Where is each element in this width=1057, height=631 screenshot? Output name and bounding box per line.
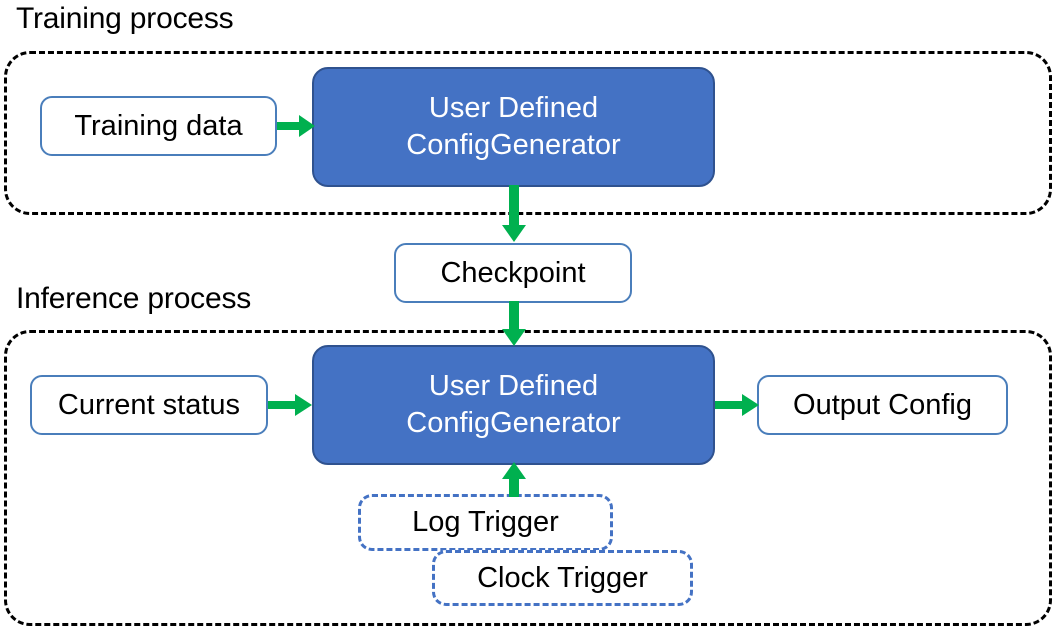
inference-generator-label-line1: User Defined <box>428 369 599 402</box>
arrow-training-data-to-generator-icon <box>277 112 317 140</box>
current-status-label: Current status <box>57 388 241 421</box>
current-status-node[interactable]: Current status <box>30 375 268 435</box>
clock-trigger-node[interactable]: Clock Trigger <box>432 550 693 606</box>
log-trigger-label: Log Trigger <box>412 506 559 538</box>
training-data-label: Training data <box>74 109 243 142</box>
arrow-generator-to-output-config-icon <box>715 391 761 419</box>
training-process-container <box>4 51 1052 215</box>
training-generator-label-line2: ConfigGenerator <box>406 129 621 161</box>
training-config-generator-node[interactable]: User Defined ConfigGenerator <box>312 67 715 187</box>
log-trigger-node[interactable]: Log Trigger <box>358 494 613 551</box>
clock-trigger-label: Clock Trigger <box>477 561 648 594</box>
inference-process-container <box>4 330 1052 626</box>
arrow-generator-to-checkpoint-icon <box>500 185 528 245</box>
output-config-label: Output Config <box>793 388 972 421</box>
inference-process-title: Inference process <box>16 282 252 315</box>
checkpoint-node[interactable]: Checkpoint <box>394 243 632 303</box>
arrow-checkpoint-to-inference-generator-icon <box>500 301 528 349</box>
arrow-triggers-to-generator-icon <box>500 462 528 498</box>
inference-config-generator-node[interactable]: User Defined ConfigGenerator <box>312 345 715 465</box>
inference-generator-label-line2: ConfigGenerator <box>406 407 621 439</box>
output-config-node[interactable]: Output Config <box>757 375 1008 435</box>
arrow-current-status-to-generator-icon <box>268 391 314 419</box>
checkpoint-label: Checkpoint <box>440 256 586 289</box>
training-generator-label-line1: User Defined <box>428 91 599 124</box>
training-process-title: Training process <box>16 2 234 35</box>
training-data-node[interactable]: Training data <box>40 96 277 156</box>
